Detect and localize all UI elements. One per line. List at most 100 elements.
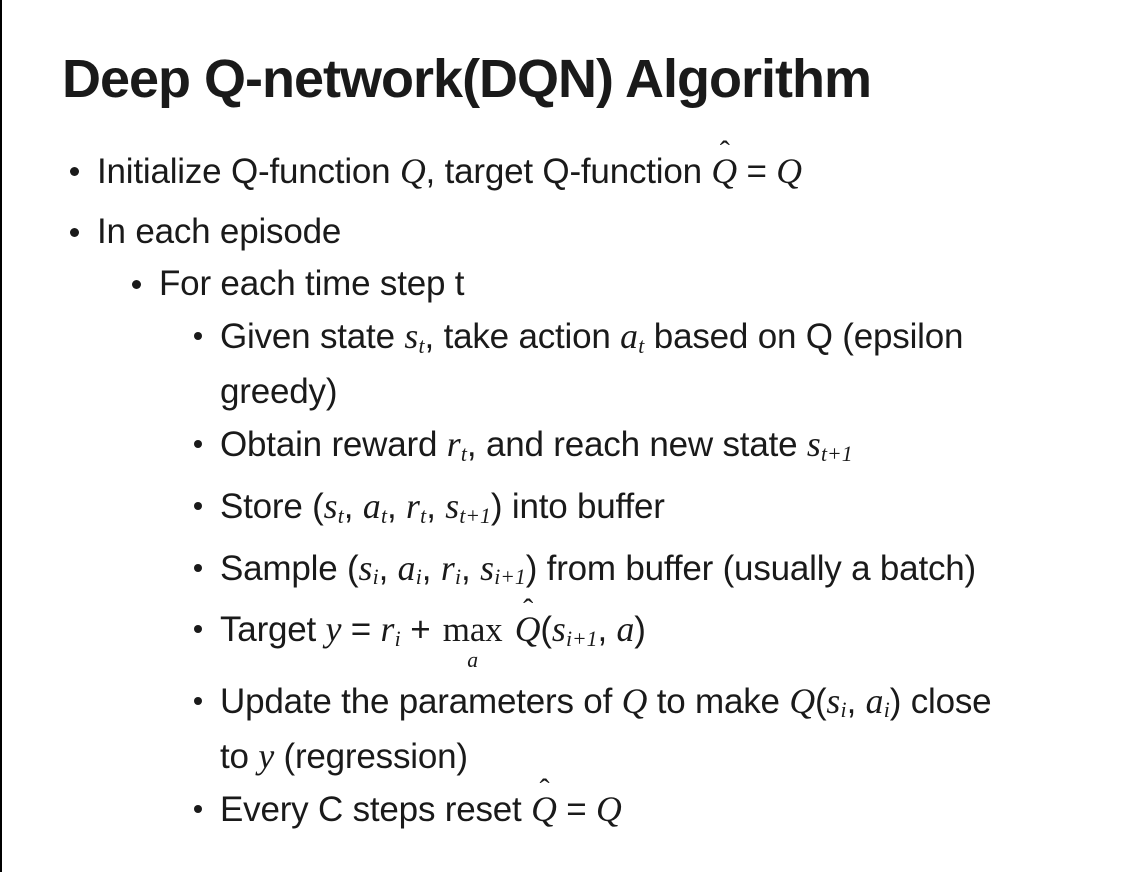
math-run: a [620,316,638,357]
text-run: = [341,610,381,650]
text-run [505,610,515,649]
math-run: st+1 [445,486,491,528]
bullet-item: Initialize Q-function Q, target Q-functi… [0,148,1124,195]
bullet-dot-icon [194,625,202,634]
bullet-dot-icon [194,501,202,510]
text-run: , [426,486,446,526]
text-run: Initialize Q-function [97,152,400,192]
text-run: , take action [424,317,621,357]
math-subscript: t [638,334,645,359]
math-run: rt [446,424,467,466]
math-subscript: t [418,334,425,359]
math-run: r [440,547,455,588]
bullet-dot-icon [194,696,202,705]
math-run: st [404,316,425,359]
math-hat-run: Q [531,786,557,832]
math-run: Q [621,680,648,721]
bullet-list: Initialize Q-function Q, target Q-functi… [0,148,1124,833]
math-run: Q [789,680,815,721]
math-run: s [806,424,821,465]
math-subscript: t+1 [821,441,853,466]
bullet-item: Store (st, at, rt, st+1) into buffer [0,483,1124,539]
bullet-item: Every C steps reset Q = Q [0,786,1124,833]
math-subscript: i [454,565,461,590]
math-subscript: t+1 [459,503,491,528]
text-run: ( [814,681,827,721]
math-run: s [551,609,566,650]
bullet-text: Every C steps reset Q = Q [220,786,622,833]
math-run: r [446,424,461,465]
text-run: to make [647,681,790,721]
math-subscript: t [460,441,467,466]
bullet-text: Given state st, take action at based on … [220,313,963,415]
text-run: Every C steps reset [220,790,532,830]
math-run: ri [440,547,461,590]
math-run: ai [866,681,890,723]
math-run: at [620,316,645,359]
slide-left-border [0,0,2,872]
math-run: s [404,316,419,357]
math-run: st+1 [806,424,853,466]
math-subscript: i [372,565,379,590]
math-run: Q [595,789,622,830]
text-run: , [846,681,866,721]
bullet-dot-icon [194,563,202,572]
bullet-item: Update the parameters of Q to make Q(si,… [0,678,1124,781]
bullet-dot-icon [194,440,202,449]
slide-title: Deep Q-network(DQN) Algorithm [62,49,872,109]
math-run: s [826,680,841,721]
math-run: s [323,485,338,526]
text-run: , [421,548,441,588]
math-run: ai [398,548,422,590]
text-run: ) [634,610,646,650]
math-run: si [358,548,379,590]
text-run: = [737,152,777,192]
text-run: ) from buffer (usually a batch) [525,548,976,588]
bullet-text: Sample (si, ai, ri, si+1) from buffer (u… [220,545,976,601]
math-subscript: i [394,627,401,652]
bullet-item: For each time step t [0,261,1124,307]
math-hat-run: Q [711,148,737,194]
bullet-item: Sample (si, ai, ri, si+1) from buffer (u… [0,545,1124,601]
math-run: r [380,609,395,650]
math-subscript: i+1 [565,627,598,652]
text-run: to [220,737,259,777]
text-run: , [386,486,407,526]
text-run: , [343,486,363,526]
bullet-dot-icon [70,228,79,238]
text-run: In each episode [97,212,342,252]
bullet-text: Update the parameters of Q to make Q(si,… [220,678,992,781]
bullet-dot-icon [70,167,79,177]
text-run: , target Q-function [425,152,712,192]
text-run: based on Q (epsilon [644,317,964,357]
math-subscript: t [337,503,344,528]
math-run: y [325,609,342,650]
bullet-item: Given state st, take action at based on … [0,313,1124,415]
math-run: s [480,547,494,588]
math-run: a [362,485,381,526]
text-run: Update the parameters of [220,681,622,721]
text-run: Target [220,610,326,650]
math-run: st [323,485,344,528]
math-run: si+1 [480,547,526,590]
bullet-dot-icon [132,280,141,290]
text-run: ) close [889,681,992,721]
math-run: y [258,736,274,777]
bullet-item: In each episode [0,209,1124,255]
bullet-dot-icon [194,332,202,341]
text-run: Given state [220,317,405,357]
math-subscript: t [380,503,387,528]
text-run: , [378,548,398,588]
bullet-text: In each episode [97,209,341,255]
bullet-text: Initialize Q-function Q, target Q-functi… [97,148,802,195]
math-hat-run: Q [515,606,541,652]
bullet-text: Obtain reward rt, and reach new state st… [220,421,853,477]
math-subscript: i [415,565,422,590]
math-run: at [362,485,387,528]
text-run: greedy) [220,372,338,412]
text-run: ( [540,610,552,650]
math-run: ri [380,609,401,652]
